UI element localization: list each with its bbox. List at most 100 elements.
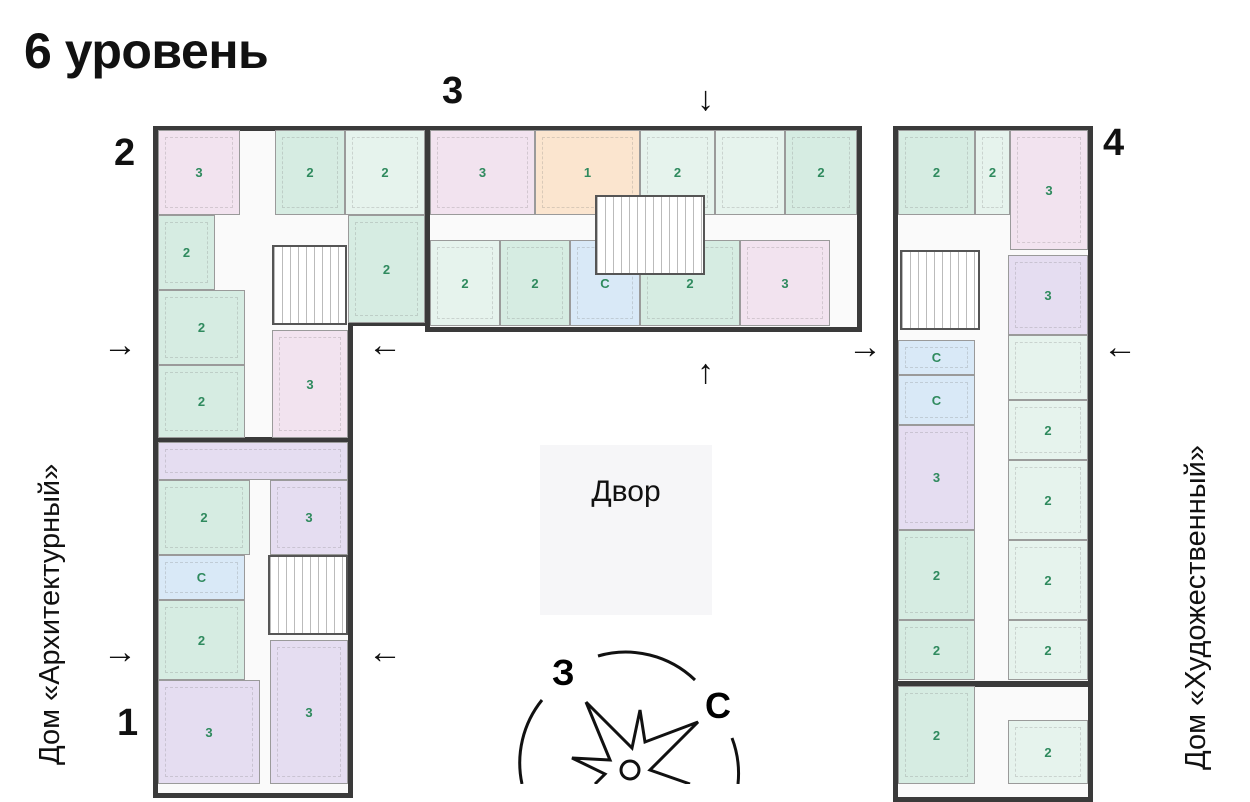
apartment[interactable]: 2 — [785, 130, 857, 215]
apartment[interactable]: 3 — [430, 130, 535, 215]
compass-arc — [597, 650, 697, 682]
apartment[interactable]: 3 — [898, 425, 975, 530]
entrance-arrow-left: ← — [368, 633, 402, 671]
apartment-rooms: 1 — [583, 165, 592, 180]
apartment-rooms: 3 — [932, 470, 941, 485]
section-3-label: 3 — [442, 70, 464, 112]
apartment-rooms: 2 — [1044, 492, 1052, 508]
apartment-rooms: 2 — [197, 320, 206, 335]
apartment[interactable] — [1008, 335, 1088, 400]
apartment[interactable]: 2 — [1008, 460, 1088, 540]
apartment[interactable] — [715, 130, 785, 215]
compass-west-label: З — [552, 652, 575, 693]
apartment[interactable]: 3 — [270, 640, 348, 784]
apartment[interactable]: 2 — [898, 686, 975, 784]
apartment-rooms: 3 — [1045, 182, 1053, 198]
courtyard — [540, 445, 712, 615]
apartment-rooms: 2 — [1044, 642, 1052, 658]
apartment[interactable]: 2 — [975, 130, 1010, 215]
apartment[interactable]: 3 — [158, 680, 260, 784]
apartment[interactable]: 2 — [158, 480, 250, 555]
compass-arc — [518, 699, 544, 784]
apartment-rooms: 2 — [1044, 572, 1052, 588]
section-1-label: 1 — [117, 702, 139, 744]
apartment-rooms: 3 — [305, 510, 313, 525]
courtyard-label: Двор — [591, 475, 661, 508]
entrance-arrow-left: ← — [1103, 328, 1137, 366]
apartment-rooms: 3 — [305, 704, 313, 720]
building-name-right: Дом «Художественный» — [1180, 445, 1212, 770]
apartment[interactable]: 2 — [898, 620, 975, 680]
apartment-rooms: 2 — [932, 165, 941, 180]
apartment[interactable]: С — [898, 340, 975, 375]
section-2-label: 2 — [114, 132, 136, 174]
apartment[interactable]: С — [158, 555, 245, 600]
stair-core — [900, 250, 980, 330]
compass-center — [619, 759, 641, 781]
apartment-rooms: С — [931, 350, 942, 365]
apartment-rooms: 3 — [1044, 287, 1052, 303]
apartment-rooms: 2 — [686, 275, 694, 291]
page-title: 6 уровень — [24, 23, 269, 79]
apartment-rooms: 2 — [988, 165, 997, 180]
apartment[interactable]: С — [898, 375, 975, 425]
apartment[interactable]: 2 — [1008, 400, 1088, 460]
apartment-rooms: 2 — [531, 275, 539, 291]
apartment-rooms: 2 — [182, 245, 191, 260]
apartment[interactable]: 2 — [500, 240, 570, 326]
apartment-rooms: С — [600, 275, 610, 291]
apartment-rooms: 2 — [1044, 422, 1052, 438]
compass-icon: З С — [518, 650, 741, 784]
apartment[interactable]: 2 — [158, 365, 245, 438]
apartment[interactable]: 2 — [1008, 720, 1088, 784]
apartment[interactable]: 2 — [898, 530, 975, 620]
entrance-arrow-right: → — [103, 633, 137, 671]
apartment[interactable]: 3 — [1008, 255, 1088, 335]
entrance-arrow-up: ↑ — [697, 353, 714, 391]
apartment-rooms: 2 — [673, 165, 682, 180]
compass-arc — [730, 737, 741, 784]
apartment[interactable]: 3 — [1010, 130, 1088, 250]
apartment[interactable]: 2 — [1008, 540, 1088, 620]
apartment[interactable] — [158, 442, 348, 480]
stair-core — [595, 195, 705, 275]
apartment-rooms: 3 — [306, 376, 314, 392]
apartment[interactable]: 3 — [270, 480, 348, 555]
apartment-rooms: 2 — [381, 165, 389, 180]
apartment-rooms: 2 — [382, 261, 391, 277]
apartment[interactable]: 3 — [158, 130, 240, 215]
compass-star — [571, 700, 700, 784]
apartment-rooms: 3 — [781, 275, 789, 291]
apartment-rooms: С — [931, 392, 942, 408]
apartment-rooms: 2 — [932, 567, 941, 583]
apartment-rooms: 2 — [817, 165, 825, 180]
apartment[interactable]: 2 — [275, 130, 345, 215]
apartment[interactable]: 2 — [345, 130, 425, 215]
apartment[interactable]: 2 — [1008, 620, 1088, 680]
stair-core — [272, 245, 347, 325]
apartment-rooms: 3 — [205, 724, 213, 740]
apartment[interactable]: 2 — [348, 215, 425, 323]
compass-north-label: С — [705, 685, 731, 726]
apartment[interactable]: 2 — [898, 130, 975, 215]
entrance-arrow-left: ← — [368, 326, 402, 364]
apartment-rooms: 2 — [1044, 744, 1052, 760]
entrance-arrow-down: ↓ — [697, 80, 714, 118]
apartment[interactable]: 2 — [430, 240, 500, 326]
apartment-rooms: 2 — [200, 510, 208, 525]
apartment-rooms: С — [196, 570, 207, 585]
apartment[interactable]: 2 — [158, 215, 215, 290]
apartment-rooms: 2 — [197, 632, 206, 648]
apartment-rooms: 2 — [461, 275, 469, 291]
stair-core — [268, 555, 348, 635]
apartment-rooms: 2 — [197, 394, 206, 409]
building-name-left: Дом «Архитектурный» — [34, 463, 66, 765]
apartment[interactable]: 2 — [158, 290, 245, 365]
apartment[interactable]: 3 — [740, 240, 830, 326]
apartment-rooms: 2 — [932, 642, 941, 658]
apartment-rooms: 3 — [195, 165, 203, 180]
apartment[interactable]: 3 — [272, 330, 348, 438]
entrance-arrow-right: → — [103, 326, 137, 364]
apartment[interactable]: 2 — [158, 600, 245, 680]
apartment-rooms: 3 — [478, 165, 487, 180]
